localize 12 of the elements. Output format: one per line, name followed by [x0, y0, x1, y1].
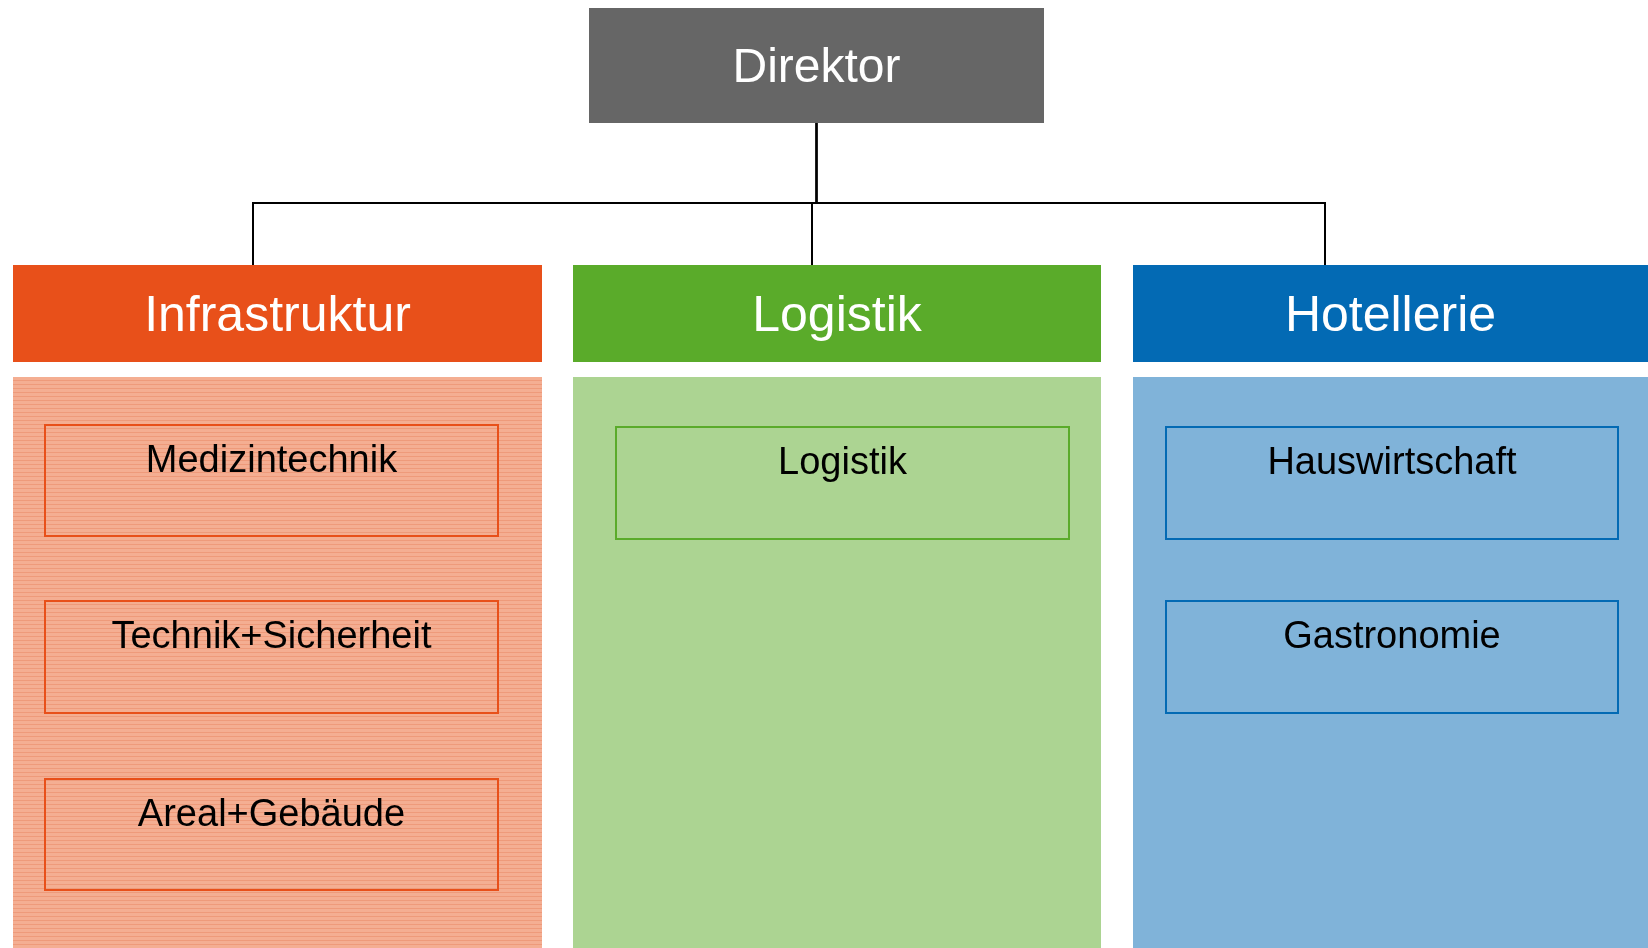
department-header: Hotellerie [1133, 265, 1648, 362]
department-header: Infrastruktur [13, 265, 542, 362]
unit-box: Logistik [615, 426, 1070, 540]
connector-line [815, 122, 1326, 266]
unit-box: Gastronomie [1165, 600, 1619, 714]
unit-box: Medizintechnik [44, 424, 499, 537]
unit-box: Areal+Gebäude [44, 778, 499, 891]
director-box [589, 8, 1044, 123]
unit-box: Technik+Sicherheit [44, 600, 499, 714]
department-header: Logistik [573, 265, 1101, 362]
unit-box: Hauswirtschaft [1165, 426, 1619, 540]
box-title: Direktor [732, 38, 901, 93]
